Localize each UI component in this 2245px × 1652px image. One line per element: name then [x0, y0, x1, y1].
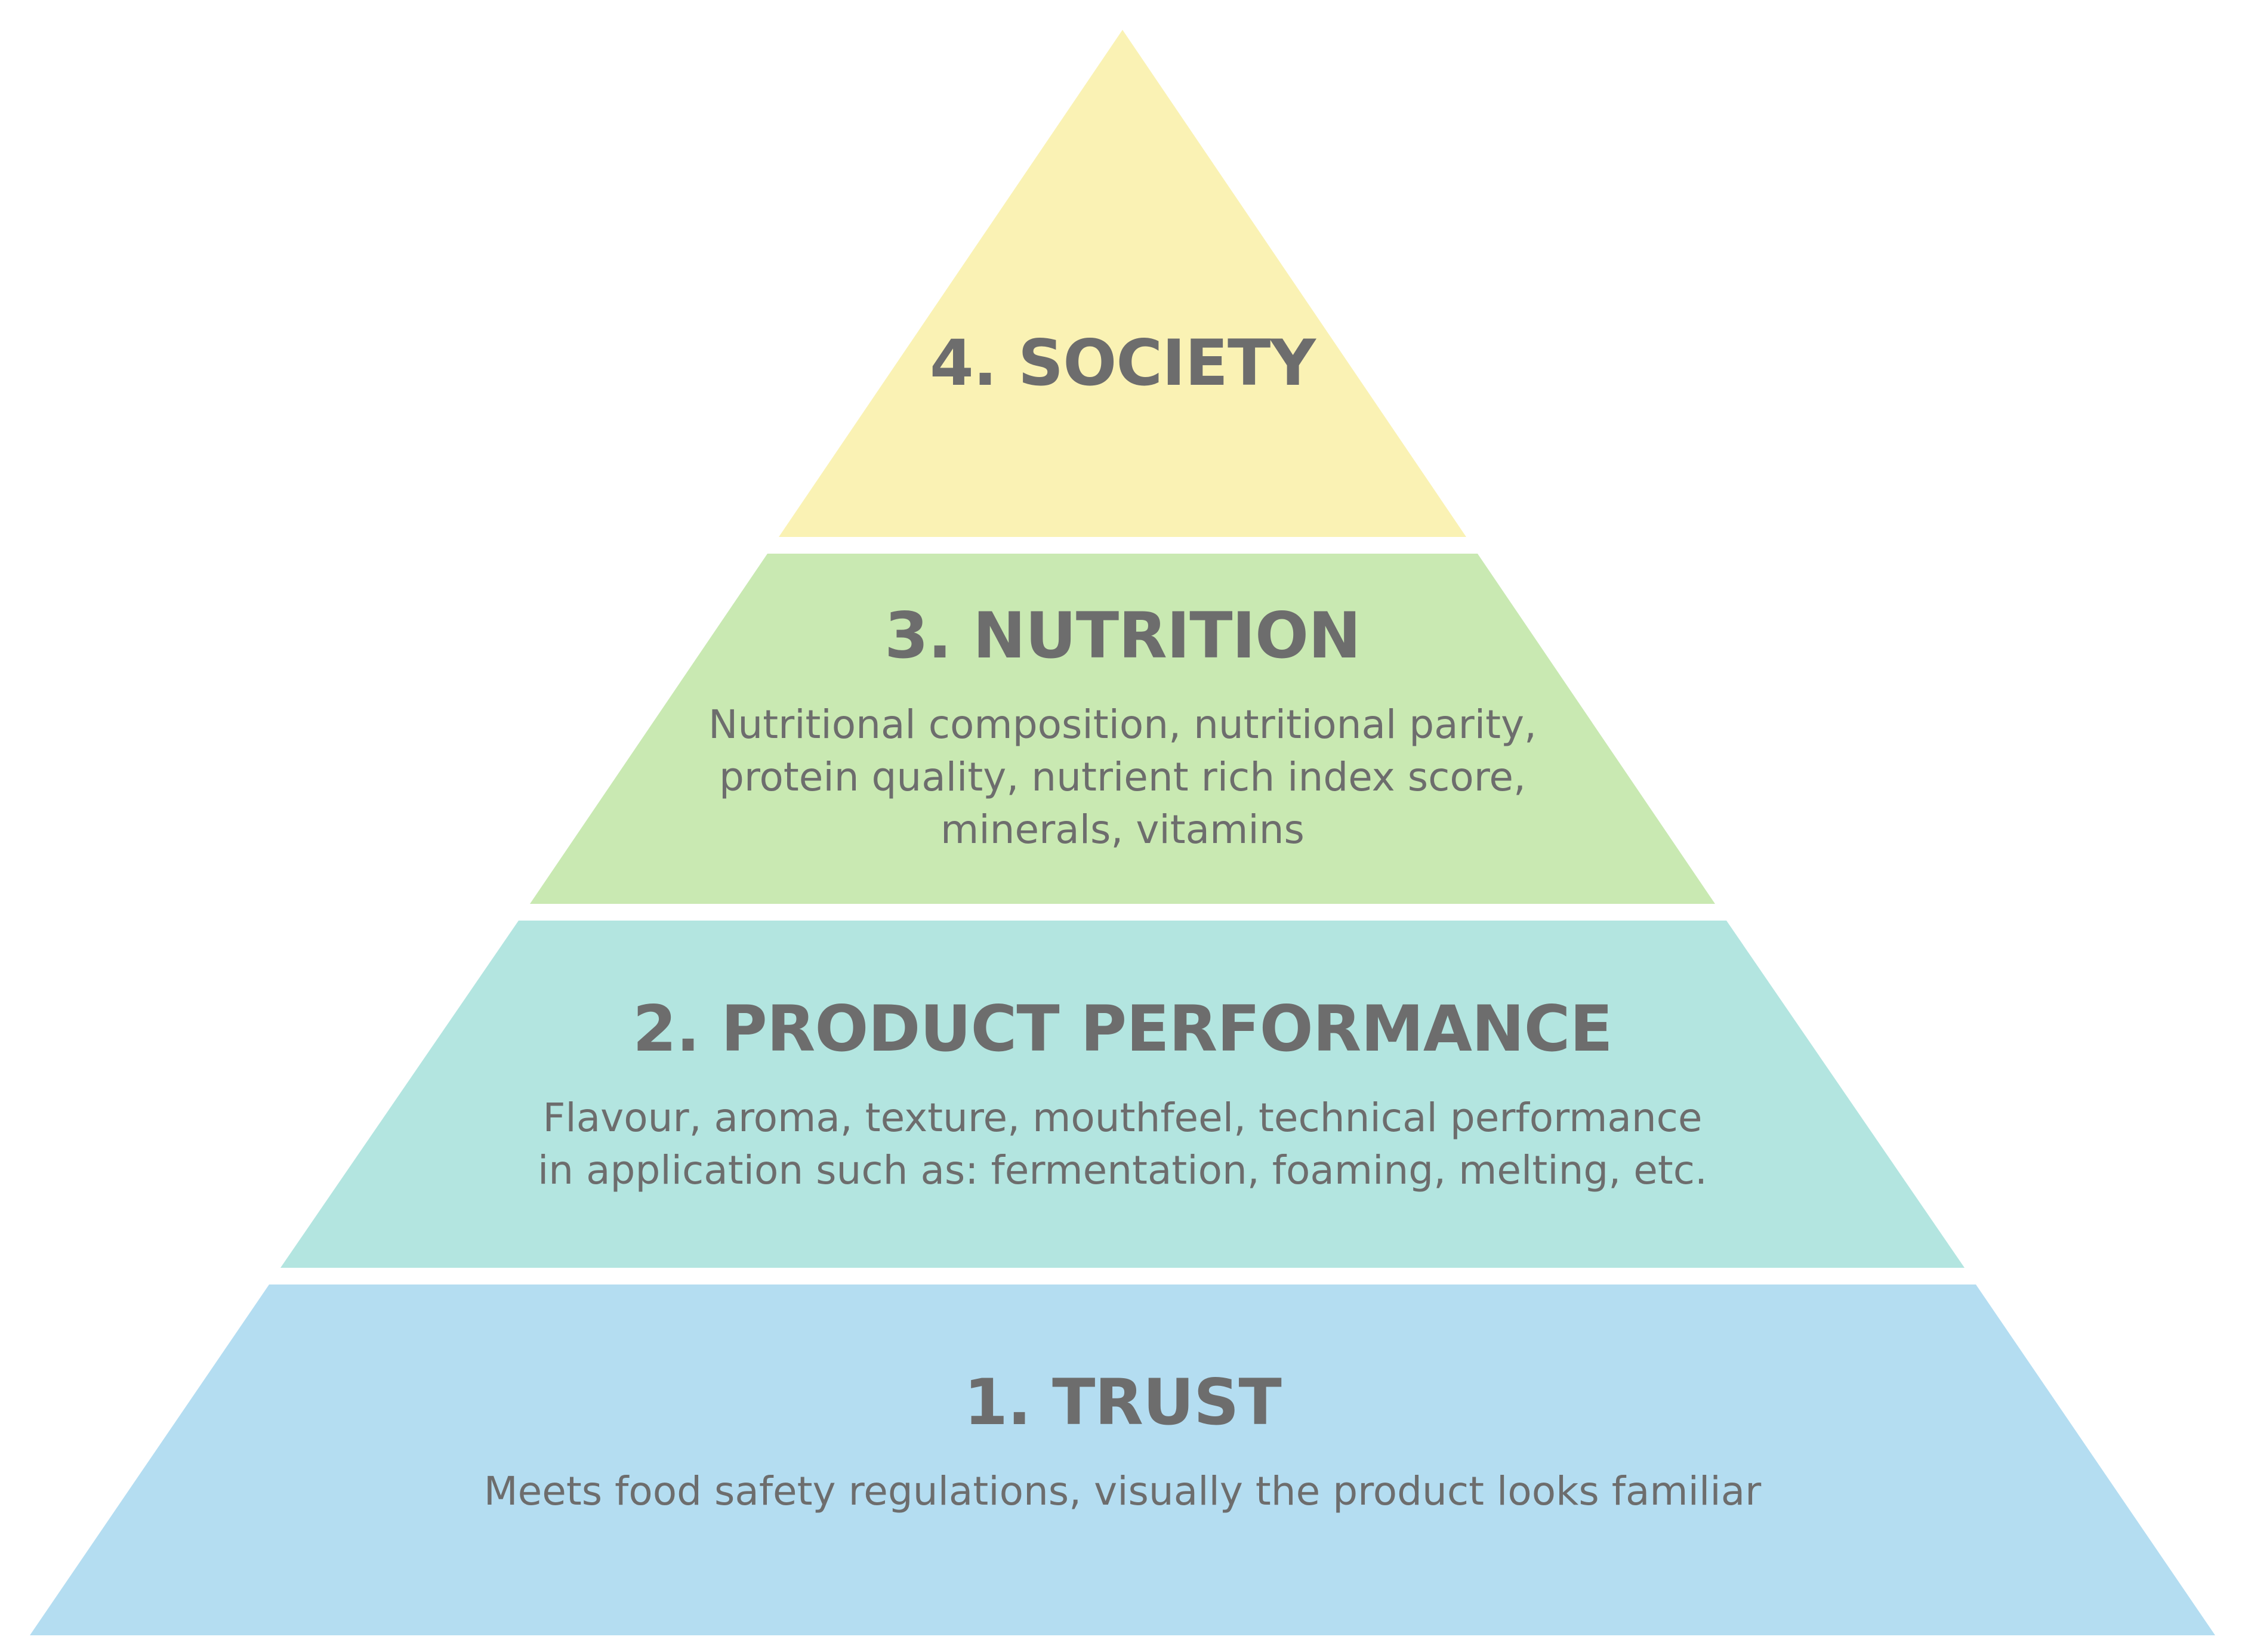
tier-nutrition-description-line: Nutritional composition, nutritional par…	[708, 701, 1537, 748]
tier-nutrition-description-line: minerals, vitamins	[940, 806, 1305, 853]
tier-product-performance-description-line: in application such as: fermentation, fo…	[537, 1147, 1708, 1193]
tier-society-shape	[779, 30, 1466, 537]
tier-nutrition-shape	[530, 554, 1715, 904]
tier-trust-description: Meets food safety regulations, visually …	[0, 1465, 2245, 1518]
tier-society: 4. SOCIETY	[0, 327, 2245, 400]
tier-trust: 1. TRUST Meets food safety regulations, …	[0, 1366, 2245, 1518]
tier-nutrition-title: 3. NUTRITION	[884, 599, 1361, 672]
tier-product-performance-description: Flavour, aroma, texture, mouthfeel, tech…	[0, 1092, 2245, 1197]
tier-trust-description-line: Meets food safety regulations, visually …	[483, 1468, 1762, 1514]
tier-nutrition-description: Nutritional composition, nutritional par…	[0, 699, 2245, 856]
tier-product-performance-title: 2. PRODUCT PERFORMANCE	[633, 992, 1613, 1066]
tier-nutrition: 3. NUTRITION Nutritional composition, nu…	[0, 600, 2245, 856]
tier-trust-shape	[30, 1284, 2215, 1635]
tier-nutrition-description-line: protein quality, nutrient rich index sco…	[718, 754, 1527, 800]
tier-trust-title: 1. TRUST	[964, 1366, 1282, 1439]
tier-product-performance-shape	[280, 921, 1965, 1268]
tier-product-performance-description-line: Flavour, aroma, texture, mouthfeel, tech…	[542, 1094, 1703, 1141]
tier-product-performance: 2. PRODUCT PERFORMANCE Flavour, aroma, t…	[0, 993, 2245, 1197]
tier-society-title: 4. SOCIETY	[929, 326, 1316, 400]
